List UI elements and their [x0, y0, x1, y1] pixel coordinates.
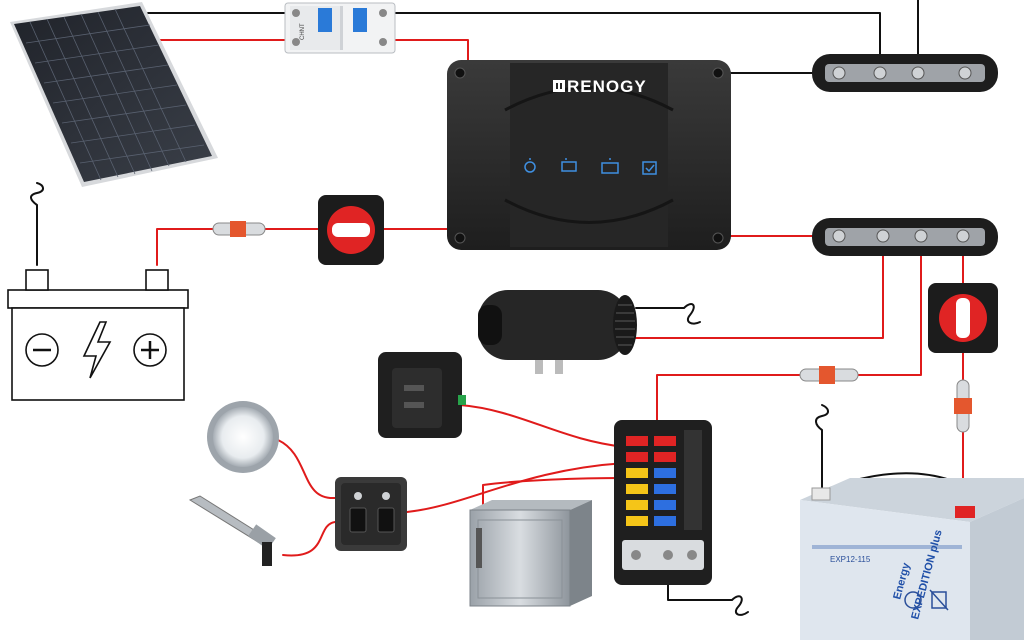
- water-tap: [188, 495, 276, 566]
- led-light: [207, 401, 279, 473]
- wire-switch-fusebox: [406, 462, 626, 513]
- starter-battery: [7, 269, 189, 401]
- dc-dc-mppt-controller: RENOGY: [447, 60, 731, 250]
- diesel-heater: [478, 290, 637, 374]
- check-status-icon: [642, 161, 657, 175]
- house-battery: EXP12-115 Energy EXPEDITION plus: [800, 478, 1024, 640]
- wire-light-switch: [277, 439, 336, 500]
- fuse-rows: [626, 436, 676, 526]
- status-leds: [524, 158, 657, 175]
- tap-toggle[interactable]: [377, 507, 395, 533]
- battery-switch-house[interactable]: [928, 283, 998, 353]
- minus-icon: [25, 333, 59, 367]
- inline-fuse-starter: [212, 221, 266, 237]
- wire-fridge-fusebox: [482, 477, 626, 506]
- light-toggle[interactable]: [349, 507, 367, 533]
- solar-panel: [10, 2, 218, 187]
- wire-tap-switch: [282, 521, 336, 557]
- plus-icon: [133, 333, 167, 367]
- wire-fusebox-negative: [667, 574, 749, 616]
- inline-fuse-house: [954, 379, 972, 433]
- switch-panel[interactable]: [335, 477, 407, 551]
- wire-busbar-fusebox: [857, 244, 922, 376]
- wire-fuse-to-fusebox: [656, 374, 801, 429]
- battery-switch-starter[interactable]: [318, 195, 384, 265]
- breaker-brand: CHNT: [300, 23, 306, 40]
- battery-status-icon: [601, 158, 619, 174]
- solar-status-icon: [524, 158, 536, 173]
- negative-busbar: [812, 54, 998, 92]
- battery-model: EXP12-115: [830, 555, 871, 564]
- fuse-box: [614, 420, 712, 585]
- vehicle-status-icon: [561, 158, 577, 172]
- no-dispose-icon: [929, 589, 949, 611]
- wire-starter-positive: [156, 228, 214, 266]
- renogy-logo-icon: [553, 80, 565, 92]
- wire-house-negative: [815, 404, 829, 489]
- wires: [30, 0, 964, 616]
- wire-breaker-positive: [394, 39, 469, 63]
- controller-brand: RENOGY: [567, 77, 647, 96]
- wire-breaker-negative: [394, 12, 881, 69]
- lightning-icon: [82, 321, 112, 379]
- positive-busbar: [812, 218, 998, 256]
- wire-usb-fusebox: [459, 404, 626, 448]
- solar-breaker[interactable]: CHNT: [284, 2, 396, 54]
- recycle-icon: [904, 591, 922, 609]
- wire-busbar-heater: [635, 244, 884, 339]
- fridge: [469, 500, 592, 607]
- inline-fuse-fusebox: [799, 366, 859, 384]
- usb-socket: [378, 352, 466, 438]
- wire-starter-negative: [30, 182, 44, 266]
- wire-heater-negative: [635, 303, 701, 325]
